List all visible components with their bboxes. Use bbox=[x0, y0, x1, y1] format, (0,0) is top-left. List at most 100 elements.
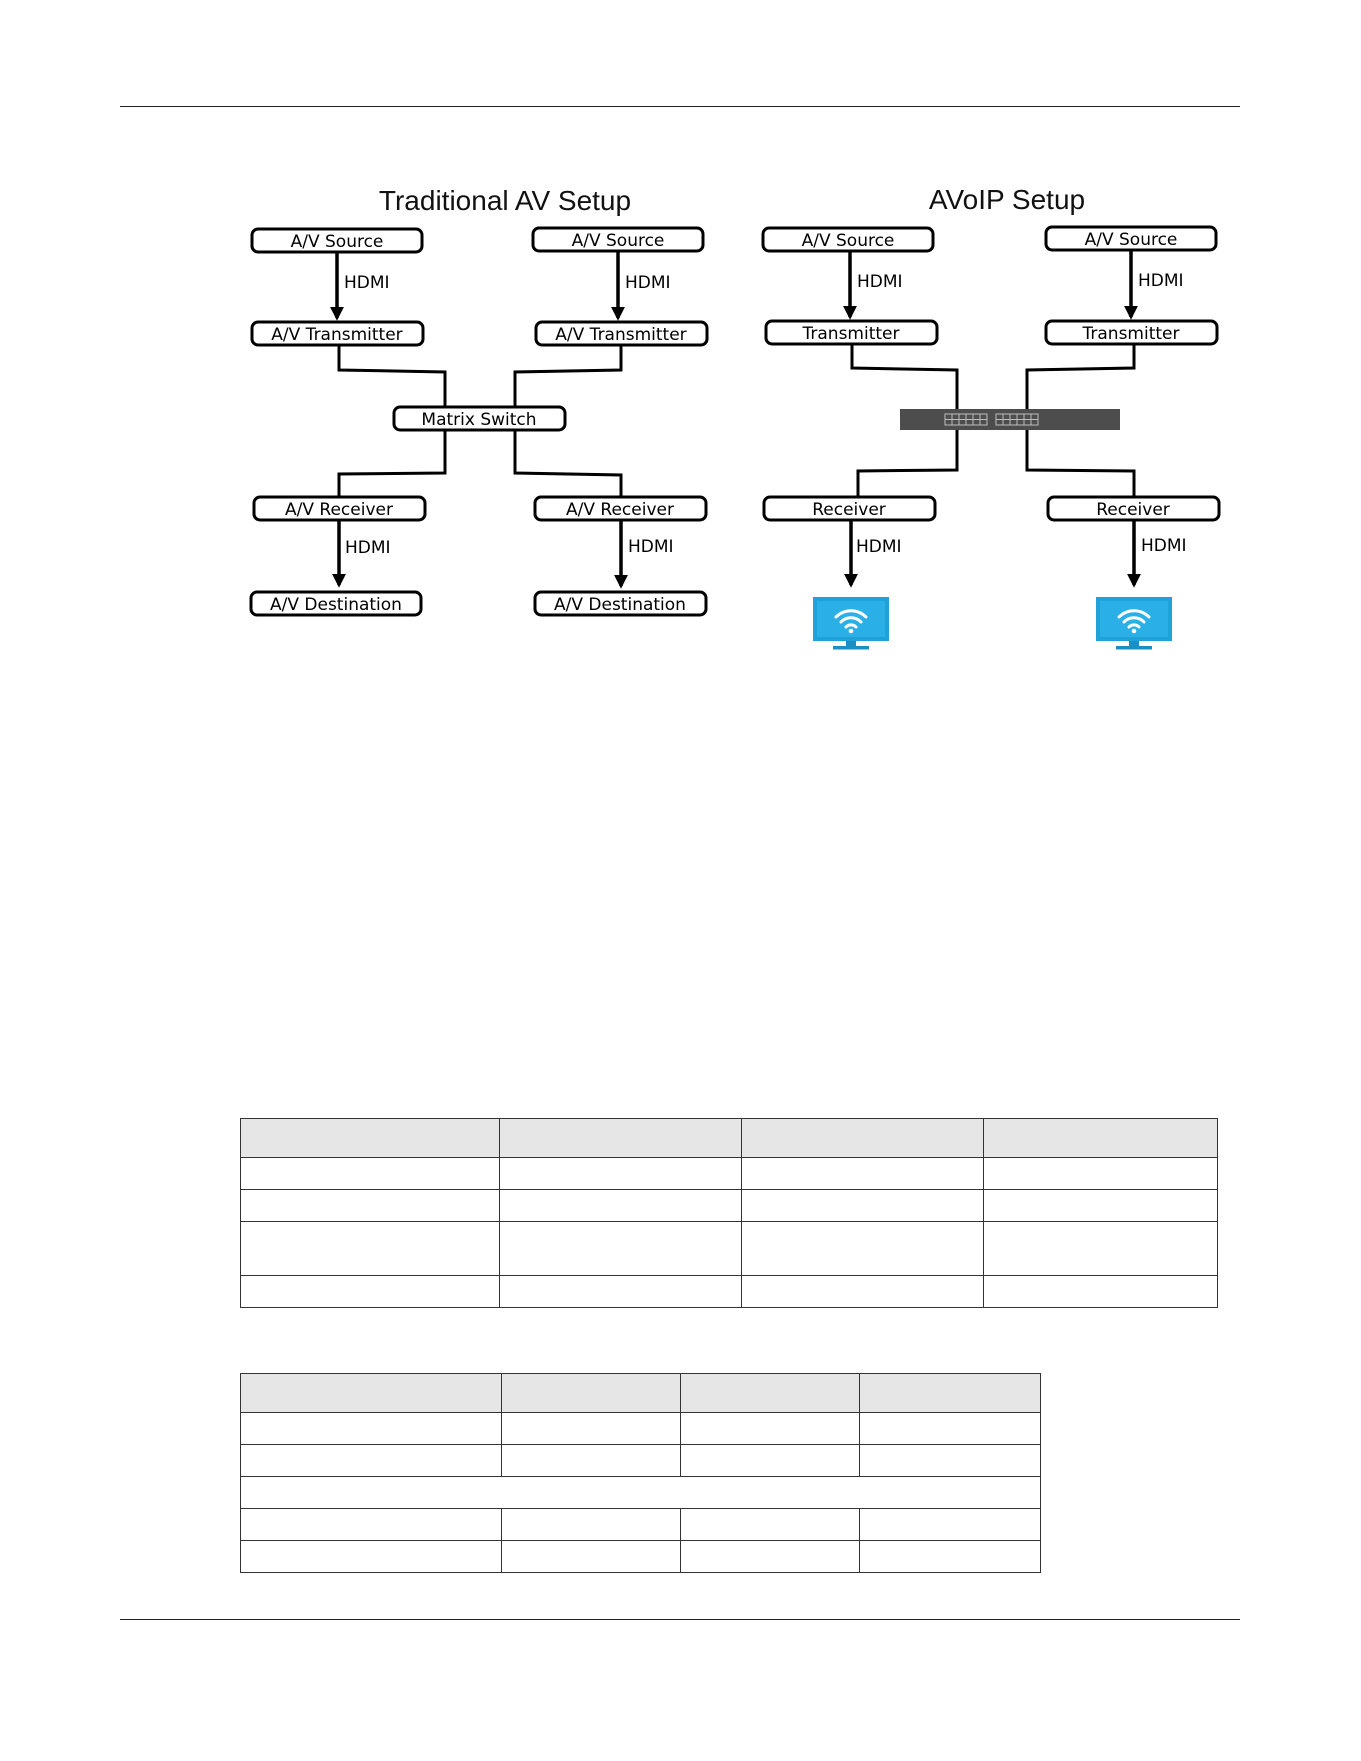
table-cell bbox=[859, 1508, 1041, 1541]
table-cell bbox=[499, 1275, 742, 1308]
svg-text:A/V Destination: A/V Destination bbox=[270, 595, 402, 615]
table-cell bbox=[983, 1157, 1218, 1190]
avoip-hdmi-label-4: HDMI bbox=[1141, 536, 1187, 556]
header-rule bbox=[120, 106, 1240, 107]
avoip-title: AVoIP Setup bbox=[929, 184, 1085, 215]
table-cell bbox=[499, 1221, 742, 1276]
table-row bbox=[240, 1444, 1041, 1477]
table-header-cell bbox=[501, 1373, 681, 1413]
table-section-row bbox=[240, 1476, 1041, 1509]
table-cell bbox=[499, 1189, 742, 1222]
table-header-cell bbox=[240, 1118, 500, 1158]
table-header-cell bbox=[859, 1373, 1041, 1413]
table-row bbox=[240, 1221, 1218, 1276]
svg-text:A/V Source: A/V Source bbox=[291, 232, 384, 252]
avoip-hdmi-label-1: HDMI bbox=[857, 272, 903, 292]
table-header-row bbox=[240, 1373, 1041, 1413]
table-header-cell bbox=[680, 1373, 860, 1413]
table-cell bbox=[240, 1444, 502, 1477]
traditional-link-rx-left bbox=[337, 431, 447, 497]
table-cell bbox=[240, 1157, 500, 1190]
svg-text:Transmitter: Transmitter bbox=[1082, 324, 1180, 344]
table-cell bbox=[859, 1412, 1041, 1445]
traditional-link-tx-left bbox=[337, 345, 447, 406]
table-cell bbox=[240, 1221, 500, 1276]
avoip-transmitter-left: Transmitter bbox=[764, 319, 939, 346]
traditional-link-rx-right bbox=[513, 431, 623, 497]
traditional-transmitter-left: A/V Transmitter bbox=[250, 320, 425, 347]
table-cell bbox=[240, 1508, 502, 1541]
table-row bbox=[240, 1412, 1041, 1445]
table-header-cell bbox=[499, 1118, 742, 1158]
svg-text:A/V Receiver: A/V Receiver bbox=[285, 500, 393, 520]
footer-rule bbox=[120, 1619, 1240, 1620]
table-cell bbox=[680, 1444, 860, 1477]
table-cell bbox=[680, 1412, 860, 1445]
table-cell bbox=[501, 1540, 681, 1573]
table-row bbox=[240, 1275, 1218, 1308]
table-row bbox=[240, 1540, 1041, 1573]
wifi-monitor-icon bbox=[1096, 597, 1172, 650]
svg-text:A/V Receiver: A/V Receiver bbox=[566, 500, 674, 520]
avoip-hdmi-label-3: HDMI bbox=[856, 537, 902, 557]
traditional-receiver-left: A/V Receiver bbox=[252, 495, 427, 522]
table-cell bbox=[499, 1157, 742, 1190]
table-cell bbox=[741, 1221, 984, 1276]
av-setup-diagram: Traditional AV Setup A/V Source A/V Sour… bbox=[249, 184, 1221, 650]
table-cell bbox=[501, 1508, 681, 1541]
traditional-hdmi-label-2: HDMI bbox=[625, 273, 671, 293]
table-cell bbox=[741, 1189, 984, 1222]
avoip-hdmi-label-2: HDMI bbox=[1138, 271, 1184, 291]
matrix-switch: Matrix Switch bbox=[392, 405, 567, 432]
traditional-hdmi-label-3: HDMI bbox=[345, 538, 391, 558]
svg-text:A/V Destination: A/V Destination bbox=[554, 595, 686, 615]
avoip-receiver-left: Receiver bbox=[762, 495, 937, 522]
traditional-title: Traditional AV Setup bbox=[379, 185, 631, 216]
table-section-cell bbox=[240, 1476, 1041, 1509]
table-cell bbox=[240, 1412, 502, 1445]
svg-text:Receiver: Receiver bbox=[812, 500, 886, 520]
svg-text:A/V Source: A/V Source bbox=[1085, 230, 1178, 250]
traditional-transmitter-right: A/V Transmitter bbox=[534, 320, 709, 347]
comparison-table-2 bbox=[240, 1373, 1041, 1573]
table-cell bbox=[859, 1444, 1041, 1477]
avoip-source-left: A/V Source bbox=[761, 226, 935, 253]
table-cell bbox=[983, 1221, 1218, 1276]
table-row bbox=[240, 1508, 1041, 1541]
traditional-hdmi-label-1: HDMI bbox=[344, 273, 390, 293]
svg-text:Receiver: Receiver bbox=[1096, 500, 1170, 520]
svg-text:Matrix Switch: Matrix Switch bbox=[421, 410, 536, 430]
table-row bbox=[240, 1157, 1218, 1190]
wifi-monitor-icon bbox=[813, 597, 889, 650]
table-header-cell bbox=[741, 1118, 984, 1158]
table-cell bbox=[240, 1275, 500, 1308]
ethernet-switch-icon bbox=[900, 409, 1120, 430]
svg-text:Transmitter: Transmitter bbox=[802, 324, 900, 344]
svg-text:A/V Transmitter: A/V Transmitter bbox=[555, 325, 686, 345]
traditional-destination-left: A/V Destination bbox=[249, 590, 423, 617]
table-cell bbox=[501, 1412, 681, 1445]
traditional-source-left: A/V Source bbox=[250, 227, 424, 254]
table-header-cell bbox=[983, 1118, 1218, 1158]
table-cell bbox=[741, 1157, 984, 1190]
table-cell bbox=[983, 1189, 1218, 1222]
table-cell bbox=[501, 1444, 681, 1477]
traditional-link-tx-right bbox=[513, 345, 623, 406]
table-cell bbox=[741, 1275, 984, 1308]
table-cell bbox=[859, 1540, 1041, 1573]
table-row bbox=[240, 1189, 1218, 1222]
avoip-transmitter-right: Transmitter bbox=[1044, 319, 1219, 346]
avoip-receiver-right: Receiver bbox=[1046, 495, 1221, 522]
svg-text:A/V Transmitter: A/V Transmitter bbox=[271, 325, 402, 345]
table-cell bbox=[680, 1540, 860, 1573]
table-cell bbox=[240, 1189, 500, 1222]
table-header-row bbox=[240, 1118, 1218, 1158]
avoip-source-right: A/V Source bbox=[1044, 225, 1218, 252]
traditional-hdmi-label-4: HDMI bbox=[628, 537, 674, 557]
comparison-table-1 bbox=[240, 1118, 1218, 1308]
table-cell bbox=[680, 1508, 860, 1541]
traditional-destination-right: A/V Destination bbox=[533, 590, 708, 617]
table-cell bbox=[983, 1275, 1218, 1308]
svg-text:A/V Source: A/V Source bbox=[572, 231, 665, 251]
table-cell bbox=[240, 1540, 502, 1573]
